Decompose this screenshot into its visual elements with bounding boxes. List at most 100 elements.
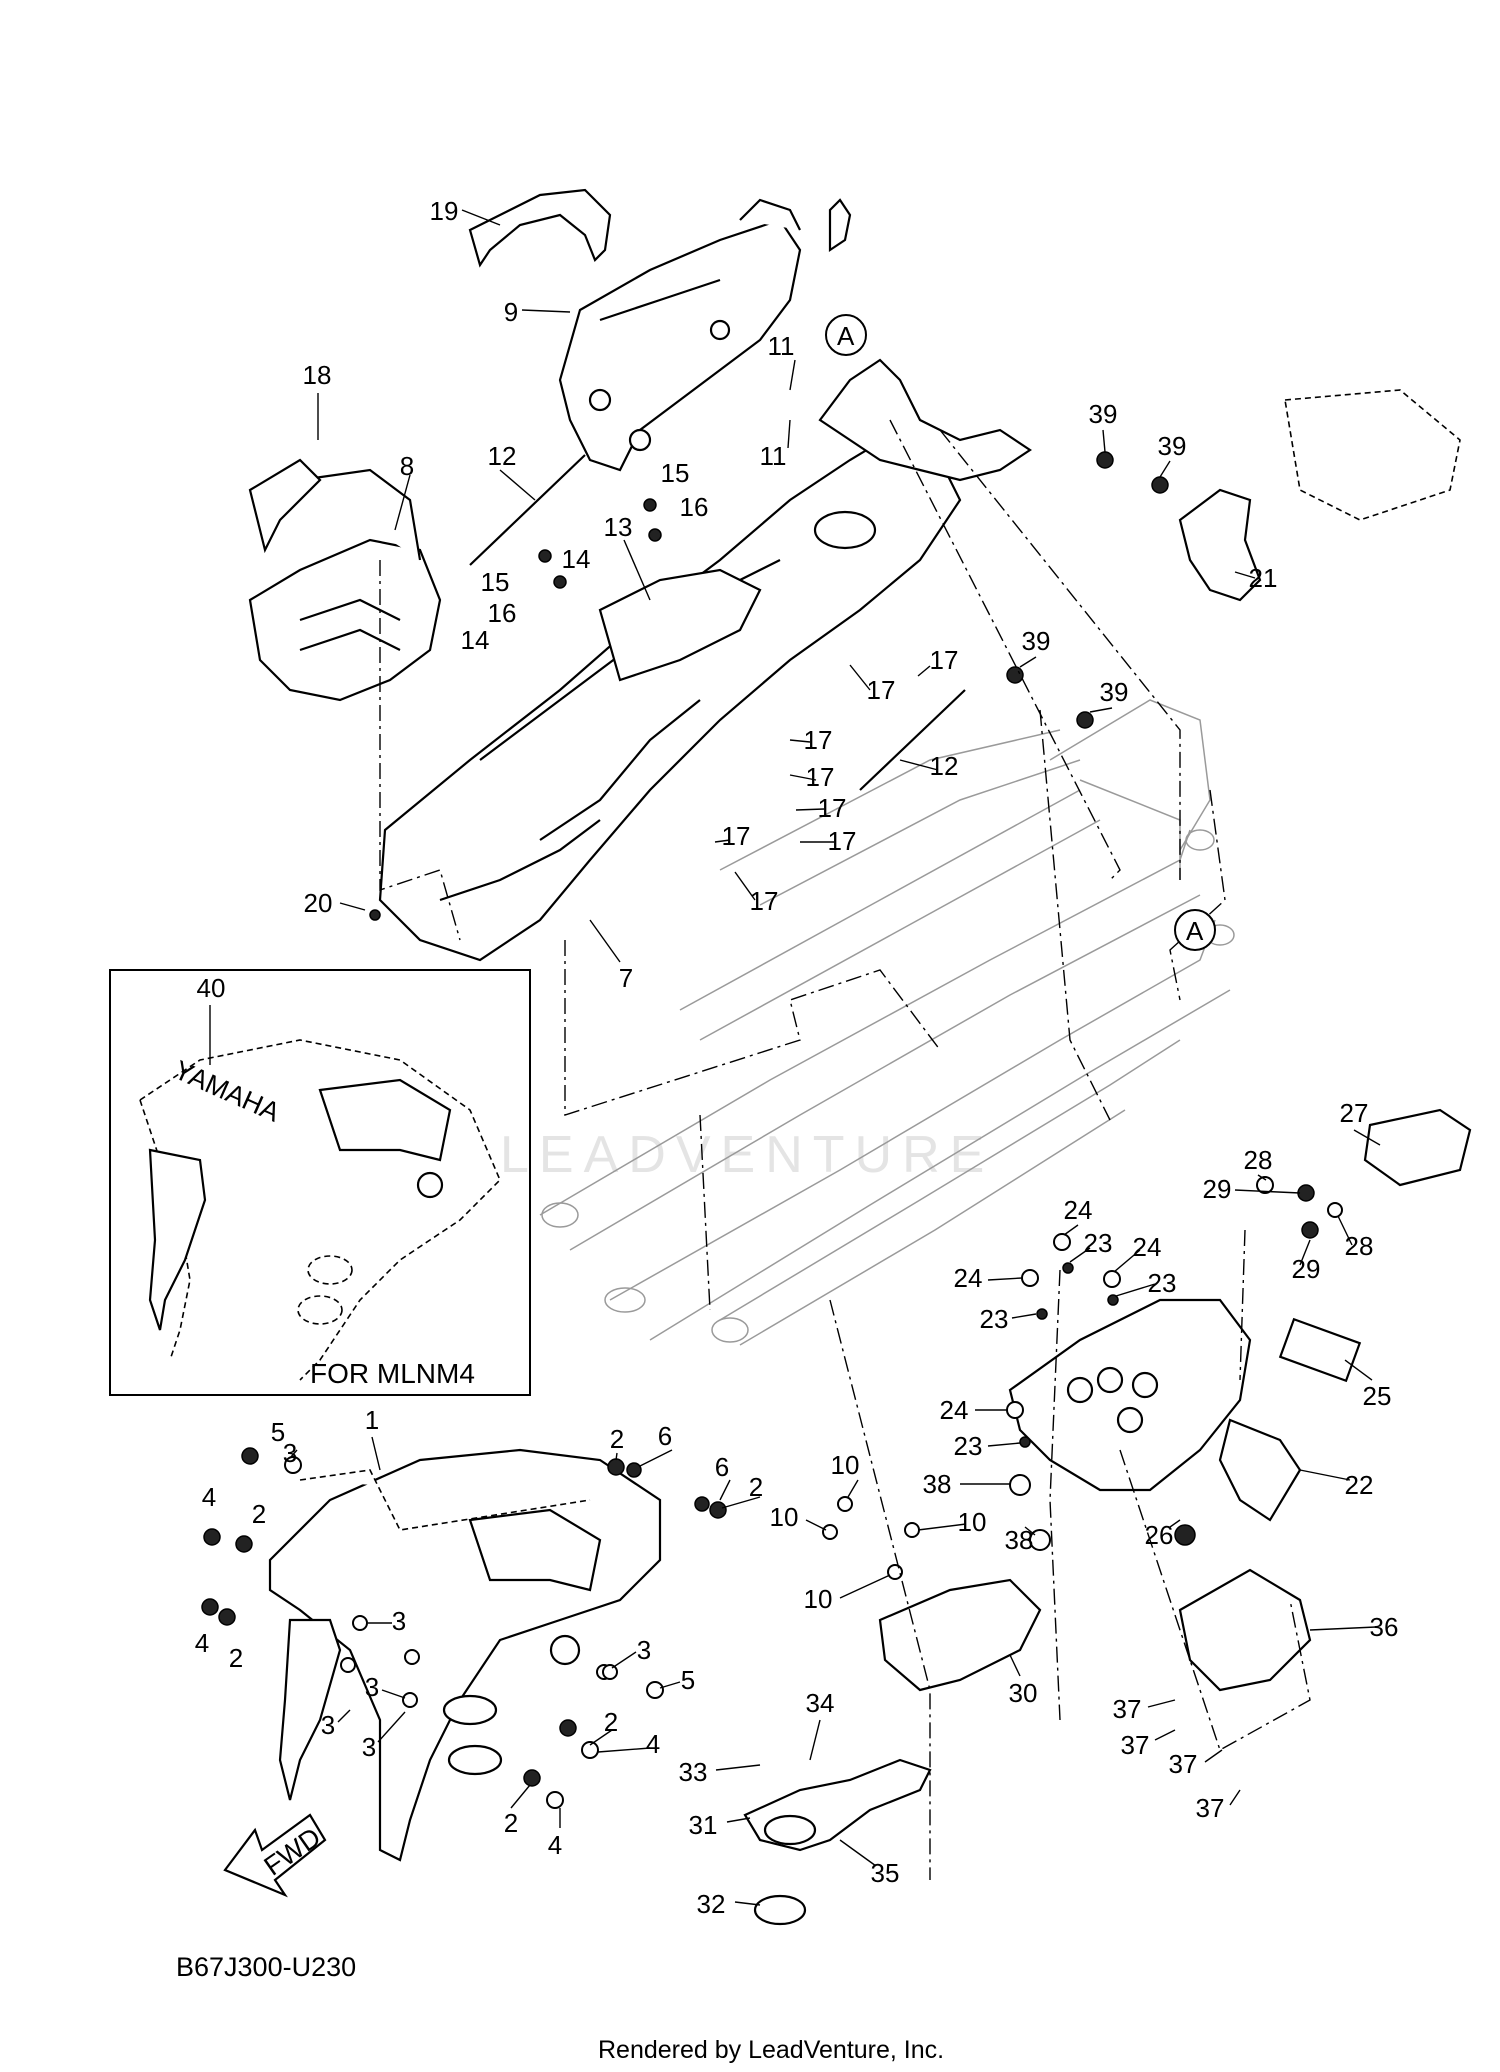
rod-12b (859, 689, 966, 791)
callout-2: 2 (749, 1472, 763, 1502)
callout-24: 24 (954, 1263, 983, 1293)
callout-9: 9 (504, 297, 518, 327)
callout-37: 37 (1121, 1730, 1150, 1760)
callout-37: 37 (1196, 1793, 1225, 1823)
callout-13: 13 (604, 512, 633, 542)
callout-10: 10 (770, 1502, 799, 1532)
seat-bracket (558, 198, 852, 472)
frame-outline (539, 699, 1235, 1346)
callout-38: 38 (1005, 1525, 1034, 1555)
callout-10: 10 (831, 1450, 860, 1480)
footer-credit: Rendered by LeadVenture, Inc. (598, 2036, 944, 2064)
callout-23: 23 (1084, 1228, 1113, 1258)
callout-31: 31 (689, 1810, 718, 1840)
callout-2: 2 (229, 1643, 243, 1673)
callout-36: 36 (1370, 1612, 1399, 1642)
callout-3: 3 (392, 1606, 406, 1636)
callout-16: 16 (488, 598, 517, 628)
callout-17: 17 (722, 821, 751, 851)
reference-marker-a-bottom: A (1174, 909, 1216, 951)
callout-18: 18 (303, 360, 332, 390)
callout-3: 3 (365, 1672, 379, 1702)
callout-15: 15 (661, 458, 690, 488)
callout-4: 4 (202, 1482, 216, 1512)
callout-25: 25 (1363, 1381, 1392, 1411)
bracket-30 (878, 1578, 1042, 1692)
callout-3: 3 (362, 1732, 376, 1762)
callout-12: 12 (930, 751, 959, 781)
callout-39: 39 (1158, 431, 1187, 461)
callout-12: 12 (488, 441, 517, 471)
callout-34: 34 (806, 1688, 835, 1718)
callout-24: 24 (940, 1395, 969, 1425)
inset-note: FOR MLNM4 (310, 1358, 475, 1389)
callout-19: 19 (430, 196, 459, 226)
callout-28: 28 (1345, 1231, 1374, 1261)
callout-11: 11 (760, 441, 787, 471)
svg-text:A: A (1186, 916, 1204, 946)
rear-fender-body (378, 358, 1032, 962)
callout-35: 35 (871, 1858, 900, 1888)
callout-39: 39 (1089, 399, 1118, 429)
callout-2: 2 (610, 1424, 624, 1454)
callout-17: 17 (750, 886, 779, 916)
callout-17: 17 (828, 826, 857, 856)
callout-17: 17 (806, 762, 835, 792)
callout-21: 21 (1249, 563, 1278, 593)
callout-14: 14 (562, 544, 591, 574)
callout-11: 11 (768, 331, 795, 361)
inset-box: YAMAHA FOR MLNM4 (109, 969, 531, 1396)
callout-2: 2 (504, 1808, 518, 1838)
callout-3: 3 (637, 1635, 651, 1665)
callout-26: 26 (1145, 1520, 1174, 1550)
callout-5: 5 (271, 1417, 285, 1447)
callout-23: 23 (1148, 1268, 1177, 1298)
license-lamp (1363, 1108, 1472, 1187)
callout-39: 39 (1022, 626, 1051, 656)
callout-17: 17 (930, 645, 959, 675)
callout-2: 2 (252, 1499, 266, 1529)
reflector (1278, 1317, 1362, 1383)
callout-29: 29 (1203, 1174, 1232, 1204)
callout-4: 4 (195, 1628, 209, 1658)
license-plate-holder (1008, 1298, 1302, 1522)
callout-14: 14 (461, 625, 490, 655)
hook-bracket (743, 1758, 932, 1926)
callout-32: 32 (697, 1889, 726, 1919)
tail-light-bracket (1178, 389, 1461, 602)
callout-4: 4 (646, 1729, 660, 1759)
callout-5: 5 (681, 1665, 695, 1695)
callout-29: 29 (1292, 1254, 1321, 1284)
hardware (201, 451, 1343, 1809)
rod-12a (469, 454, 586, 566)
callout-4: 4 (548, 1830, 562, 1860)
front-fender (268, 1448, 662, 1862)
callout-10: 10 (958, 1507, 987, 1537)
callout-40: 40 (197, 973, 226, 1003)
callout-20: 20 (304, 888, 333, 918)
callout-39: 39 (1100, 677, 1129, 707)
callout-1: 1 (365, 1405, 379, 1435)
fwd-arrow: FWD (223, 1813, 327, 1898)
callout-37: 37 (1113, 1694, 1142, 1724)
callout-37: 37 (1169, 1749, 1198, 1779)
callout-17: 17 (804, 725, 833, 755)
callout-17: 17 (867, 675, 896, 705)
callout-30: 30 (1009, 1678, 1038, 1708)
battery-holder (248, 458, 442, 702)
callout-17: 17 (818, 793, 847, 823)
callout-2: 2 (604, 1707, 618, 1737)
strap-19 (468, 188, 612, 268)
leader-lines (209, 209, 1381, 1906)
diagram-code: B67J300-U230 (176, 1952, 356, 1982)
callout-3: 3 (321, 1710, 335, 1740)
watermark-text: LEADVENTURE (500, 1126, 994, 1184)
callout-23: 23 (954, 1431, 983, 1461)
callout-24: 24 (1064, 1195, 1093, 1225)
callout-28: 28 (1244, 1145, 1273, 1175)
callout-16: 16 (680, 492, 709, 522)
callout-10: 10 (804, 1584, 833, 1614)
callout-24: 24 (1133, 1232, 1162, 1262)
callout-8: 8 (400, 451, 414, 481)
